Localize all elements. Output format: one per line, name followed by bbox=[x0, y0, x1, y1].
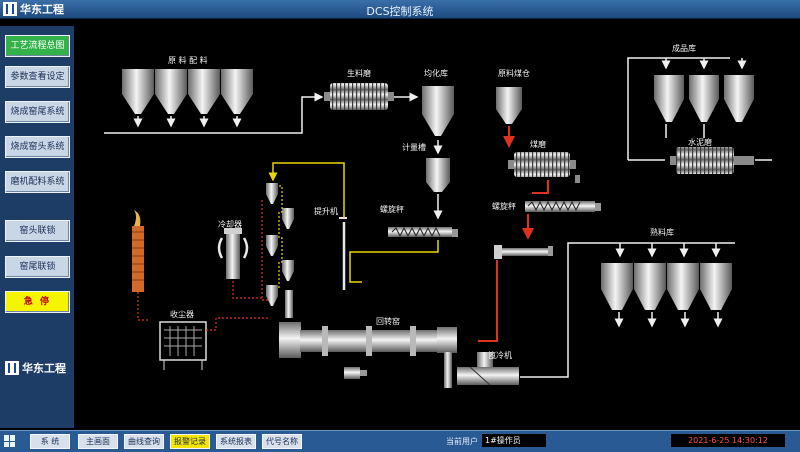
sidebar-logo-text: 华东工程 bbox=[22, 362, 66, 375]
title-bar: 华东工程 DCS控制系统 bbox=[0, 0, 800, 19]
sidebar-item-kiln-tail-interlock[interactable]: 窑尾联锁 bbox=[5, 256, 70, 278]
company-logo-icon bbox=[3, 2, 17, 16]
metering-tank[interactable] bbox=[426, 158, 450, 192]
raw-mill[interactable] bbox=[324, 83, 394, 110]
clinker-silo[interactable] bbox=[700, 263, 732, 310]
sidebar-item-mill-batching[interactable]: 磨机配料系统 bbox=[5, 171, 70, 193]
raw-screw-scale[interactable] bbox=[388, 226, 458, 238]
emergency-stop-button[interactable]: 急 停 bbox=[5, 291, 70, 313]
cement-mill[interactable] bbox=[670, 147, 754, 174]
label-screw-scale-2: 螺旋秤 bbox=[492, 202, 516, 211]
preheater-tower[interactable] bbox=[266, 183, 294, 318]
taskbar-code-name-button[interactable]: 代号名称 bbox=[262, 434, 302, 449]
cooler-tower[interactable] bbox=[217, 228, 249, 279]
label-raw-batching: 原 料 配 料 bbox=[168, 56, 208, 65]
clinker-silo[interactable] bbox=[667, 263, 699, 310]
label-product-silo: 成品库 bbox=[672, 44, 696, 53]
product-silo[interactable] bbox=[724, 75, 754, 122]
taskbar-system-report-button[interactable]: 系统报表 bbox=[216, 434, 256, 449]
label-coal-mill: 煤磨 bbox=[530, 140, 546, 149]
raw-batching-silos[interactable] bbox=[122, 69, 253, 114]
label-cooler: 冷却器 bbox=[218, 220, 242, 229]
sidebar-item-kiln-head-interlock[interactable]: 窑头联锁 bbox=[5, 220, 70, 242]
clinker-silos[interactable] bbox=[601, 263, 732, 310]
taskbar-alarm-log-button[interactable]: 报警记录 bbox=[170, 434, 210, 449]
label-cement-mill: 水泥磨 bbox=[688, 138, 712, 147]
homogenizing-silo[interactable] bbox=[422, 86, 454, 136]
top-logo-text: 华东工程 bbox=[20, 3, 64, 16]
company-logo-icon bbox=[5, 361, 19, 375]
coal-screw-scale[interactable] bbox=[525, 200, 601, 212]
product-silo[interactable] bbox=[689, 75, 719, 122]
label-clinker-silo: 熟料库 bbox=[650, 228, 674, 237]
chimney[interactable] bbox=[132, 210, 144, 292]
raw-silo[interactable] bbox=[221, 69, 253, 114]
label-grate-cooler: 篦冷机 bbox=[488, 351, 512, 360]
datetime-display: 2021-6-25 14:30:12 bbox=[671, 434, 785, 447]
label-homogenizing-silo: 均化库 bbox=[424, 69, 448, 78]
grate-cooler[interactable] bbox=[457, 352, 519, 386]
taskbar: 系 统 主画面 曲线查询 报警记录 系统报表 代号名称 当前用户 1#操作员 2… bbox=[0, 430, 800, 452]
label-rotary-kiln: 回转窑 bbox=[376, 317, 400, 326]
sidebar-item-parameter-settings[interactable]: 参数查看设定 bbox=[5, 66, 70, 88]
sidebar-item-kiln-tail[interactable]: 烧成窑尾系统 bbox=[5, 101, 70, 123]
label-coal-bin: 原料煤仓 bbox=[498, 69, 530, 78]
coal-bin[interactable] bbox=[496, 87, 522, 124]
window-title: DCS控制系统 bbox=[366, 5, 434, 18]
raw-silo[interactable] bbox=[122, 69, 154, 114]
product-silo[interactable] bbox=[654, 75, 684, 122]
label-screw-scale-1: 螺旋秤 bbox=[380, 205, 404, 214]
top-logo: 华东工程 bbox=[3, 1, 64, 17]
sidebar: 工艺流程总图 参数查看设定 烧成窑尾系统 烧成窑头系统 磨机配料系统 窑头联锁 … bbox=[0, 26, 74, 428]
sidebar-item-kiln-head[interactable]: 烧成窑头系统 bbox=[5, 136, 70, 158]
taskbar-system-button[interactable]: 系 统 bbox=[30, 434, 70, 449]
process-diagram-svg bbox=[104, 57, 772, 388]
rotary-kiln[interactable] bbox=[279, 322, 457, 388]
dust-collector[interactable] bbox=[159, 321, 207, 370]
taskbar-curve-query-button[interactable]: 曲线查询 bbox=[124, 434, 164, 449]
coal-feeder[interactable] bbox=[494, 245, 553, 259]
windows-start-icon[interactable] bbox=[4, 435, 16, 447]
sidebar-item-process-overview[interactable]: 工艺流程总图 bbox=[5, 35, 70, 57]
coal-mill[interactable] bbox=[508, 152, 580, 183]
raw-silo[interactable] bbox=[188, 69, 220, 114]
taskbar-main-screen-button[interactable]: 主画面 bbox=[78, 434, 118, 449]
current-user-value: 1#操作员 bbox=[482, 434, 546, 447]
clinker-silo[interactable] bbox=[601, 263, 633, 310]
label-metering-tank: 计量槽 bbox=[402, 143, 426, 152]
process-diagram: 原 料 配 料 生料磨 均化库 原料煤仓 成品库 计量槽 煤磨 水泥磨 提升机 … bbox=[74, 19, 800, 428]
product-silos[interactable] bbox=[654, 75, 754, 122]
bucket-elevator[interactable] bbox=[339, 217, 347, 290]
sidebar-logo: 华东工程 bbox=[5, 358, 70, 378]
raw-silo[interactable] bbox=[155, 69, 187, 114]
label-raw-mill: 生料磨 bbox=[347, 69, 371, 78]
label-elevator: 提升机 bbox=[314, 207, 338, 216]
clinker-silo[interactable] bbox=[634, 263, 666, 310]
label-dust-collector: 收尘器 bbox=[170, 310, 194, 319]
current-user-label: 当前用户 bbox=[446, 437, 478, 446]
